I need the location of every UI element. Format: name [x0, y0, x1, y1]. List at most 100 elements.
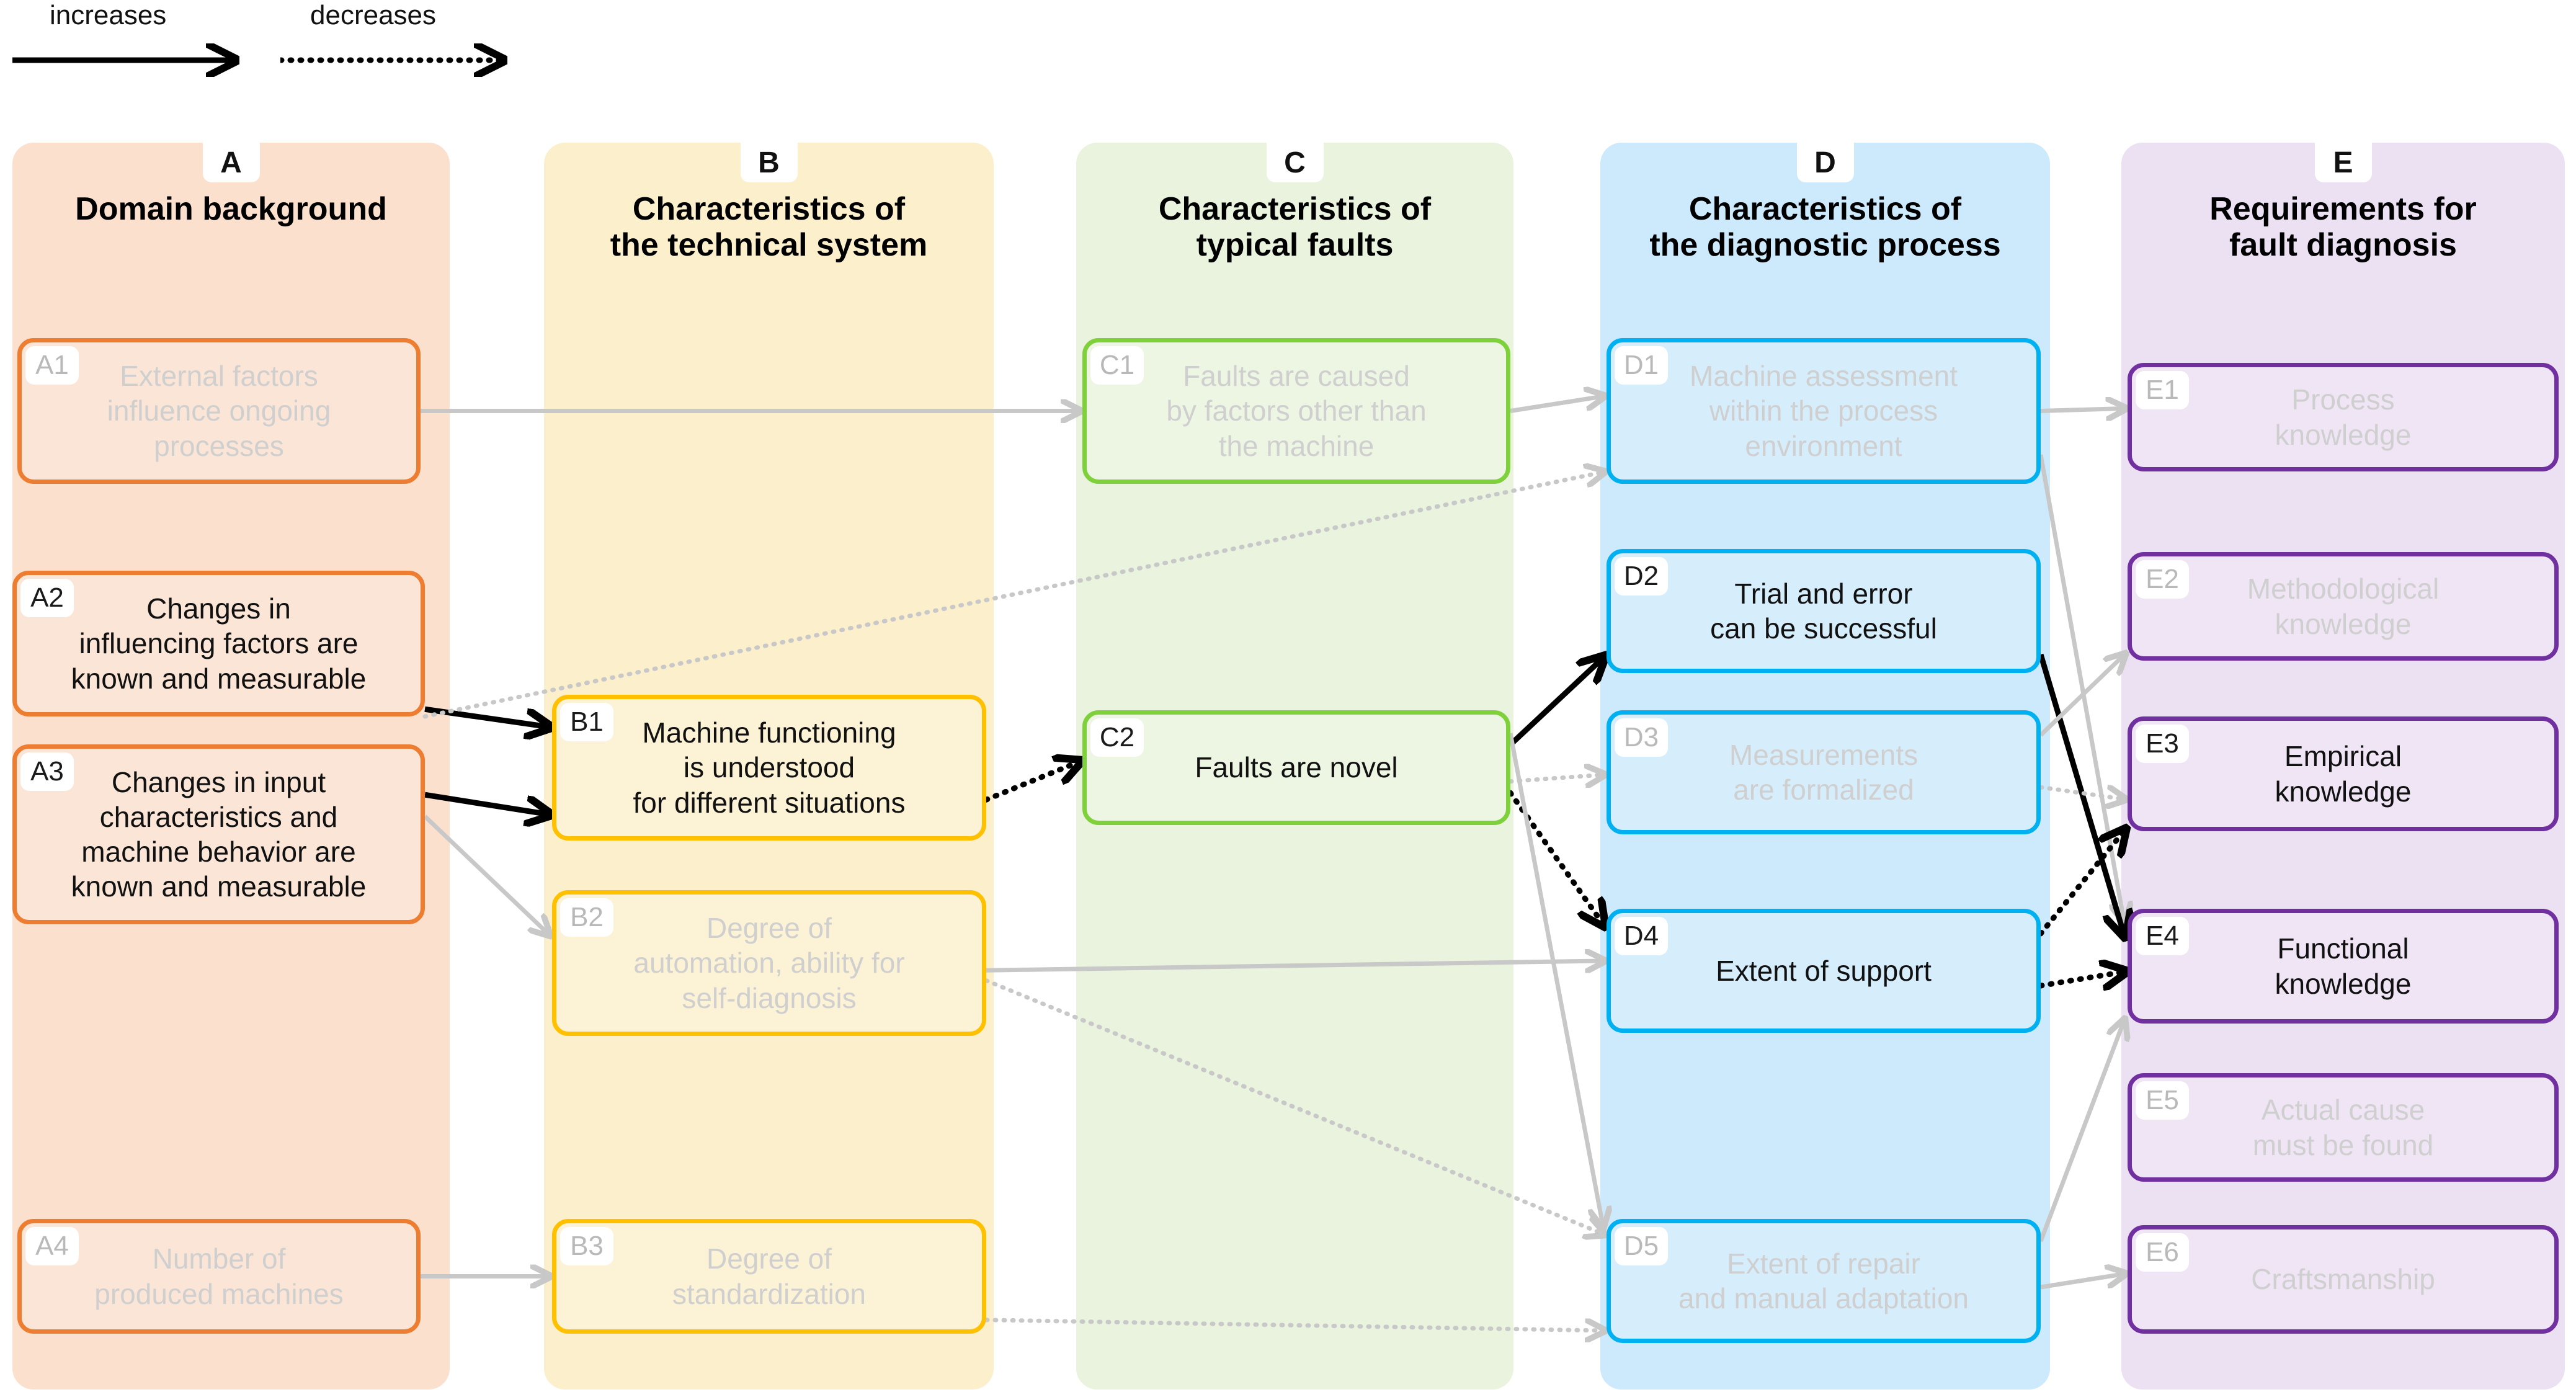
node-b1[interactable]: B1 Machine functioning is understood for … [552, 695, 986, 841]
node-badge-e1: E1 [2136, 371, 2189, 409]
connector-c2-to-d4 [1507, 790, 1603, 924]
connector-d4-to-e3 [2038, 831, 2124, 937]
column-title-d: Characteristics of the diagnostic proces… [1649, 191, 2001, 264]
column-b: B Characteristics of the technical system [544, 143, 994, 1390]
connector-d3-to-e2 [2039, 655, 2124, 737]
node-badge-a3: A3 [20, 752, 74, 791]
column-title-b: Characteristics of the technical system [610, 191, 928, 264]
column-tab-d: D [1796, 143, 1854, 182]
legend: increases decreases [0, 0, 558, 93]
node-badge-a2: A2 [20, 579, 74, 617]
column-title-e: Requirements for fault diagnosis [2209, 191, 2477, 264]
node-b2[interactable]: B2 Degree of automation, ability for self… [552, 890, 986, 1036]
node-e5[interactable]: E5 Actual cause must be found [2128, 1073, 2559, 1182]
legend-increases-label: increases [50, 0, 167, 30]
node-label-c1: Faults are caused by factors other than … [1166, 360, 1427, 462]
node-e3[interactable]: E3 Empirical knowledge [2128, 716, 2559, 831]
node-badge-d1: D1 [1615, 346, 1668, 385]
connector-b2-to-d5 [984, 978, 1603, 1234]
node-badge-c2: C2 [1090, 718, 1144, 757]
node-a4[interactable]: A4 Number of produced machines [17, 1219, 421, 1334]
node-label-a1: External factors influence ongoing proce… [107, 360, 331, 462]
connector-b1-to-c2 [983, 762, 1079, 803]
node-badge-b1: B1 [560, 703, 613, 741]
column-title-c: Characteristics of typical faults [1158, 191, 1432, 264]
column-tab-c: C [1266, 143, 1324, 182]
node-label-a3: Changes in input characteristics and mac… [71, 765, 367, 903]
connector-a3-to-b2 [423, 814, 548, 934]
node-e4[interactable]: E4 Functional knowledge [2128, 909, 2559, 1024]
node-e1[interactable]: E1 Process knowledge [2128, 363, 2559, 471]
node-badge-a1: A1 [25, 346, 79, 385]
node-label-e5: Actual cause must be found [2252, 1094, 2434, 1161]
node-badge-d4: D4 [1615, 917, 1668, 955]
node-b3[interactable]: B3 Degree of standardization [552, 1219, 986, 1334]
node-c1[interactable]: C1 Faults are caused by factors other tha… [1082, 338, 1510, 484]
node-badge-e4: E4 [2136, 917, 2189, 955]
node-badge-b2: B2 [560, 898, 613, 937]
node-label-a2: Changes in influencing factors are known… [71, 592, 367, 695]
connector-b3-to-d5 [984, 1318, 1603, 1331]
node-label-d2: Trial and error can be successful [1710, 577, 1937, 645]
column-d: D Characteristics of the diagnostic proce… [1600, 143, 2050, 1390]
node-label-a4: Number of produced machines [94, 1243, 344, 1310]
node-label-e6: Craftsmanship [2251, 1263, 2435, 1296]
node-badge-a4: A4 [25, 1227, 79, 1265]
column-tab-b: B [740, 143, 798, 182]
node-label-b3: Degree of standardization [672, 1243, 866, 1310]
node-badge-e3: E3 [2136, 725, 2189, 763]
node-a1[interactable]: A1 External factors influence ongoing pro… [17, 338, 421, 484]
column-tab-a: A [202, 143, 260, 182]
node-label-e2: Methodological knowledge [2247, 573, 2440, 640]
node-label-d3: Measurements are formalized [1729, 738, 1919, 806]
connector-d1-to-e1 [2040, 409, 2124, 411]
node-d1[interactable]: D1 Machine assessment within the process … [1607, 338, 2041, 484]
node-label-b2: Degree of automation, ability for self-d… [633, 912, 905, 1014]
node-label-c2: Faults are novel [1195, 751, 1398, 784]
connector-d5-to-e6 [2040, 1274, 2124, 1290]
node-badge-c1: C1 [1090, 346, 1144, 385]
column-c: C Characteristics of typical faults [1076, 143, 1513, 1390]
legend-increases-arrow-icon [12, 38, 273, 82]
connector-a2-to-d1 [422, 472, 1603, 719]
node-badge-d3: D3 [1615, 718, 1668, 757]
connector-c2-to-d2 [1508, 658, 1603, 747]
connector-c1-to-d1 [1510, 396, 1603, 413]
node-badge-d2: D2 [1615, 557, 1668, 596]
node-label-d1: Machine assessment within the process en… [1689, 360, 1958, 462]
node-e2[interactable]: E2 Methodological knowledge [2128, 552, 2559, 661]
legend-decreases-label: decreases [310, 0, 437, 30]
node-badge-b3: B3 [560, 1227, 613, 1265]
column-title-a: Domain background [75, 191, 387, 227]
node-label-d5: Extent of repair and manual adaptation [1678, 1247, 1969, 1314]
node-badge-d5: D5 [1615, 1227, 1668, 1265]
connector-d3-to-e3 [2038, 787, 2124, 799]
node-label-e1: Process knowledge [2275, 383, 2412, 451]
node-label-e4: Functional knowledge [2275, 932, 2412, 1000]
connector-b2-to-d4 [986, 961, 1603, 970]
node-label-d4: Extent of support [1716, 954, 1932, 987]
connector-d4-to-e4 [2038, 972, 2124, 986]
node-badge-e5: E5 [2136, 1081, 2189, 1120]
connector-d5-to-e4 [2038, 1021, 2124, 1243]
connector-a3-to-b1 [424, 792, 548, 814]
connector-a2-to-b1 [424, 706, 548, 726]
node-badge-e2: E2 [2136, 560, 2189, 599]
connector-c2-to-d3 [1508, 775, 1603, 782]
column-a: A Domain background [12, 143, 450, 1390]
node-label-e3: Empirical knowledge [2275, 740, 2412, 808]
node-badge-e6: E6 [2136, 1233, 2189, 1272]
connector-c2-to-d5 [1508, 733, 1603, 1225]
node-label-b1: Machine functioning is understood for di… [633, 716, 906, 819]
